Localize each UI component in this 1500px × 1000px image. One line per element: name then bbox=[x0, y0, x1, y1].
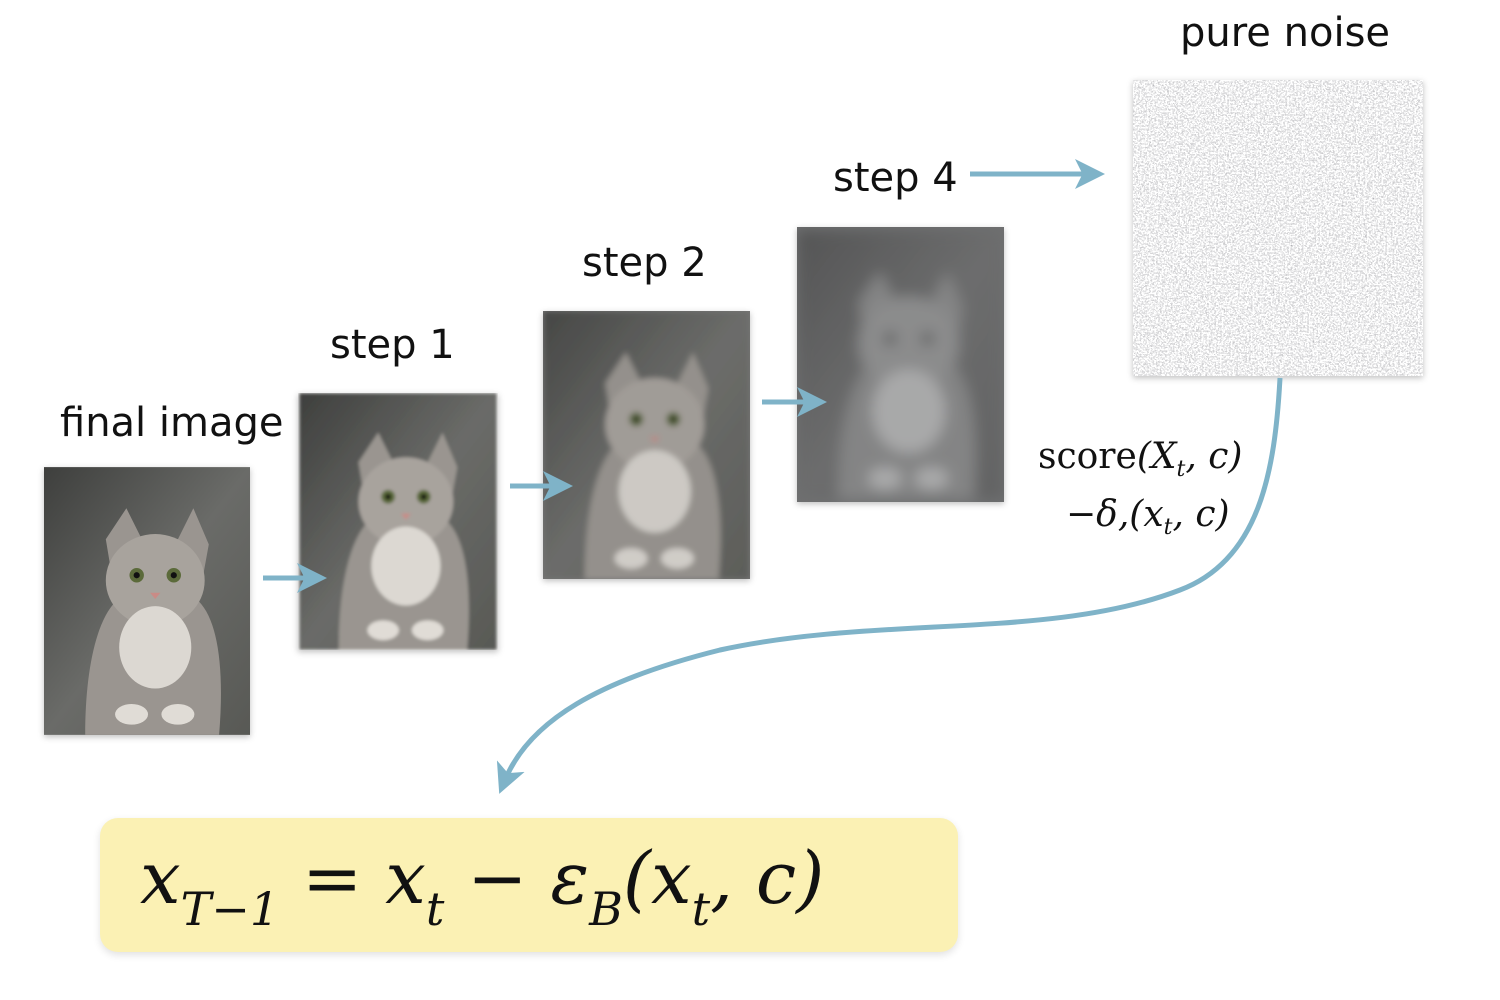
f-eps-sub: B bbox=[589, 882, 623, 936]
score-args: (X bbox=[1136, 436, 1177, 477]
label-final-image: final image bbox=[60, 400, 284, 446]
f-lhs: x bbox=[140, 836, 181, 920]
label-step-4: step 4 bbox=[833, 155, 958, 201]
f-eps: ε bbox=[550, 836, 590, 920]
score-label: score bbox=[1038, 436, 1137, 477]
f-eq: = bbox=[279, 836, 386, 920]
update-formula-box: xT−1 = xt − εB(xt, c) bbox=[100, 818, 958, 952]
step-2-image bbox=[543, 311, 750, 579]
delta-prefix: −δ,(x bbox=[1066, 494, 1164, 535]
delta-rest: , c) bbox=[1172, 494, 1230, 535]
f-minus: − bbox=[444, 836, 551, 920]
label-step-1: step 1 bbox=[330, 322, 455, 368]
f-x-sub: t bbox=[425, 882, 445, 936]
pure-noise-image bbox=[1133, 80, 1423, 376]
delta-sub: t bbox=[1163, 515, 1173, 541]
score-expression: score(Xt, c) bbox=[1038, 436, 1242, 482]
score-sub: t bbox=[1176, 457, 1186, 483]
label-pure-noise: pure noise bbox=[1180, 10, 1391, 56]
delta-expression: −δ,(xt, c) bbox=[1066, 494, 1230, 540]
arrow-noise-to-formula bbox=[496, 377, 1283, 794]
f-args-close: , c) bbox=[710, 836, 825, 920]
step-4-image bbox=[797, 227, 1004, 502]
f-x: x bbox=[385, 836, 426, 920]
f-args-sub: t bbox=[691, 882, 711, 936]
label-step-2: step 2 bbox=[582, 240, 707, 286]
f-args-open: (x bbox=[622, 836, 692, 920]
update-formula: xT−1 = xt − εB(xt, c) bbox=[140, 836, 824, 936]
score-rest: , c) bbox=[1185, 436, 1243, 477]
f-lhs-sub: T−1 bbox=[180, 882, 280, 936]
